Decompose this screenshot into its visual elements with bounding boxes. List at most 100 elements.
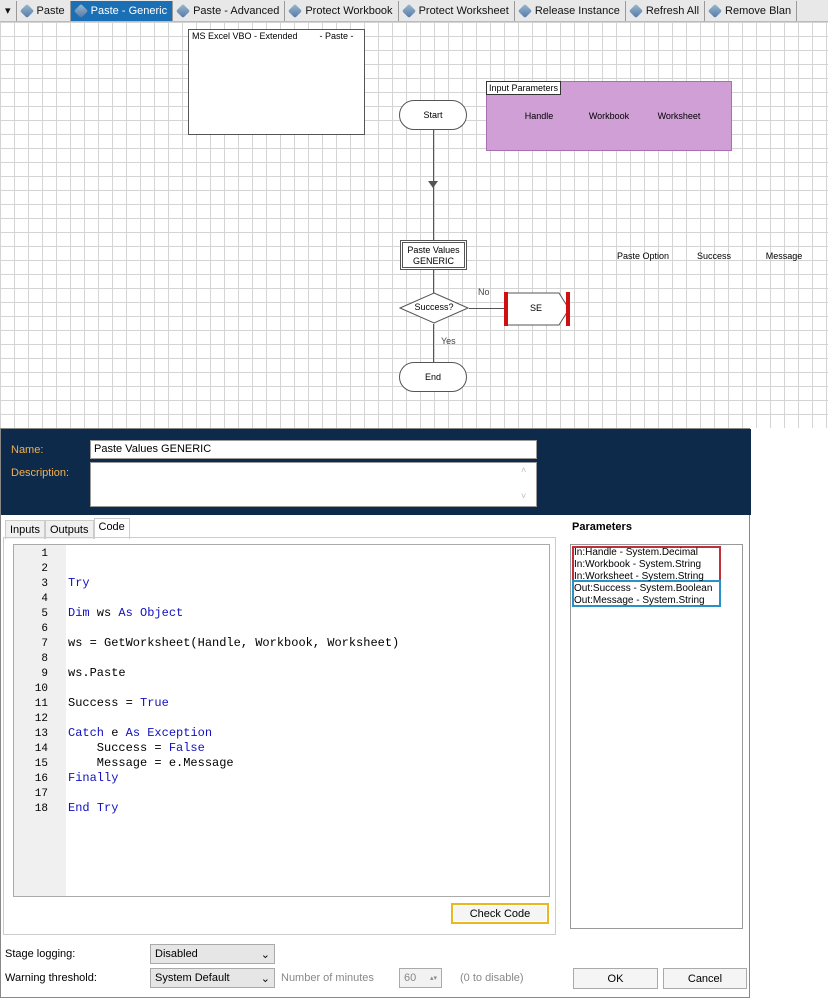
data-paste-option[interactable]: Paste Option	[610, 240, 676, 272]
name-field[interactable]: Paste Values GENERIC	[90, 440, 537, 459]
data-success[interactable]: Success	[681, 240, 747, 272]
ok-button[interactable]: OK	[573, 968, 658, 989]
selected: System Default	[155, 972, 230, 984]
tab-label: Paste - Generic	[90, 4, 168, 17]
label: Worksheet	[657, 111, 701, 121]
note-page: - Paste -	[319, 31, 354, 41]
stage-logging-select[interactable]: Disabled⌄	[150, 944, 275, 964]
chevron-down-icon: ⌄	[260, 948, 270, 961]
data-message[interactable]: Message	[751, 240, 817, 272]
input-worksheet[interactable]: Worksheet	[646, 100, 712, 132]
parameter-item[interactable]: In:Worksheet - System.String	[574, 571, 704, 582]
page-icon	[288, 3, 303, 18]
tab-code[interactable]: Code	[93, 518, 130, 539]
connector-no	[469, 308, 505, 309]
minutes-hint: (0 to disable)	[460, 972, 524, 984]
tab-paste-generic[interactable]: Paste - Generic	[70, 0, 174, 21]
tab-label: Release Instance	[534, 4, 620, 17]
label: Workbook	[588, 111, 630, 121]
chevron-down-icon: ⌄	[260, 972, 270, 985]
decision-stage[interactable]	[399, 292, 469, 324]
value: 60	[404, 972, 417, 984]
code-line: ws = GetWorksheet(Handle, Workbook, Work…	[68, 636, 400, 650]
code-line: End Try	[68, 801, 119, 815]
code-line: Success = False	[68, 741, 205, 755]
line-number: 12	[34, 713, 48, 725]
label: Success	[696, 251, 731, 261]
tab-label: Paste - Advanced	[193, 4, 280, 17]
spin-icon: ▴▾	[429, 975, 437, 982]
description-label: Description:	[11, 467, 70, 479]
name-label: Name:	[11, 444, 44, 456]
process-canvas[interactable]: MS Excel VBO - Extended- Paste - Input P…	[0, 22, 828, 428]
page-icon	[19, 3, 34, 18]
arrow-down-icon	[428, 181, 438, 188]
parameter-item[interactable]: In:Workbook - System.String	[574, 559, 702, 570]
end-stage[interactable]: End	[399, 362, 467, 392]
line-number: 9	[41, 668, 48, 680]
line-number: 17	[34, 788, 48, 800]
process-tab-bar: ▾ Paste Paste - Generic Paste - Advanced…	[0, 0, 828, 22]
code-line: Dim ws As Object	[68, 606, 184, 620]
code-line: Message = e.Message	[68, 756, 234, 770]
tab-release-instance[interactable]: Release Instance	[515, 0, 626, 21]
description-field[interactable]	[90, 462, 537, 507]
warning-threshold-label: Warning threshold:	[5, 972, 97, 984]
outputs-highlight	[572, 580, 721, 607]
tab-outputs[interactable]: Outputs	[44, 520, 94, 539]
parameter-item[interactable]: Out:Success - System.Boolean	[574, 583, 713, 594]
tab-paste[interactable]: Paste	[17, 0, 71, 21]
tab-refresh-all[interactable]: Refresh All	[626, 0, 706, 21]
tab-paste-advanced[interactable]: Paste - Advanced	[173, 0, 286, 21]
code-stage-properties-dialog: Name: Paste Values GENERIC Description: …	[0, 428, 751, 998]
exception-label: SE	[529, 303, 542, 313]
note-title: MS Excel VBO - Extended	[192, 31, 298, 41]
page-icon	[517, 3, 532, 18]
page-icon	[707, 3, 723, 18]
scroll-up-icon[interactable]: ˄	[521, 465, 527, 475]
note-stage[interactable]: MS Excel VBO - Extended - Paste -	[188, 29, 365, 135]
label: Paste Values GENERIC	[407, 245, 460, 266]
line-number: 14	[34, 743, 48, 755]
line-number: 5	[41, 608, 48, 620]
tab-label: Refresh All	[645, 4, 700, 17]
start-stage[interactable]: Start	[399, 100, 467, 130]
minutes-label: Number of minutes	[281, 972, 374, 984]
parameter-item[interactable]: In:Handle - System.Decimal	[574, 547, 698, 558]
no-label: No	[478, 287, 490, 297]
parameters-title: Parameters	[572, 521, 632, 533]
tab-protect-workbook[interactable]: Protect Workbook	[285, 0, 399, 21]
warning-threshold-select[interactable]: System Default ⌄	[150, 968, 275, 988]
cancel-button[interactable]: Cancel	[663, 968, 747, 989]
tab-dropdown[interactable]: ▾	[0, 0, 17, 21]
line-number: 15	[34, 758, 48, 770]
yes-label: Yes	[441, 336, 456, 346]
tab-inputs[interactable]: Inputs	[5, 520, 45, 539]
input-handle[interactable]: Handle	[506, 100, 572, 132]
line-number: 4	[41, 593, 48, 605]
input-workbook[interactable]: Workbook	[576, 100, 642, 132]
check-code-button[interactable]: Check Code	[454, 906, 546, 921]
decision-label: Success?	[414, 302, 454, 312]
minutes-stepper[interactable]: 60 ▴▾	[399, 968, 442, 988]
line-number: 6	[41, 623, 48, 635]
label: Message	[765, 251, 803, 261]
scroll-down-icon[interactable]: ˅	[521, 491, 527, 501]
tab-label: Paste	[36, 4, 65, 17]
line-number: 7	[41, 638, 48, 650]
parameter-item[interactable]: Out:Message - System.String	[574, 595, 705, 606]
label: Handle	[524, 111, 554, 121]
connector-yes	[433, 324, 434, 362]
tab-protect-worksheet[interactable]: Protect Worksheet	[399, 0, 515, 21]
tab-label: Remove Blan	[725, 4, 792, 17]
exception-stage[interactable]	[503, 291, 573, 327]
action-stage[interactable]: Paste Values GENERIC	[400, 240, 467, 270]
code-line: Try	[68, 576, 90, 590]
line-number-gutter	[14, 545, 66, 896]
tab-remove-blank[interactable]: Remove Blan	[705, 0, 798, 21]
line-number: 3	[41, 578, 48, 590]
label: End	[424, 372, 441, 382]
dialog-header: Name: Paste Values GENERIC Description: …	[1, 429, 751, 515]
